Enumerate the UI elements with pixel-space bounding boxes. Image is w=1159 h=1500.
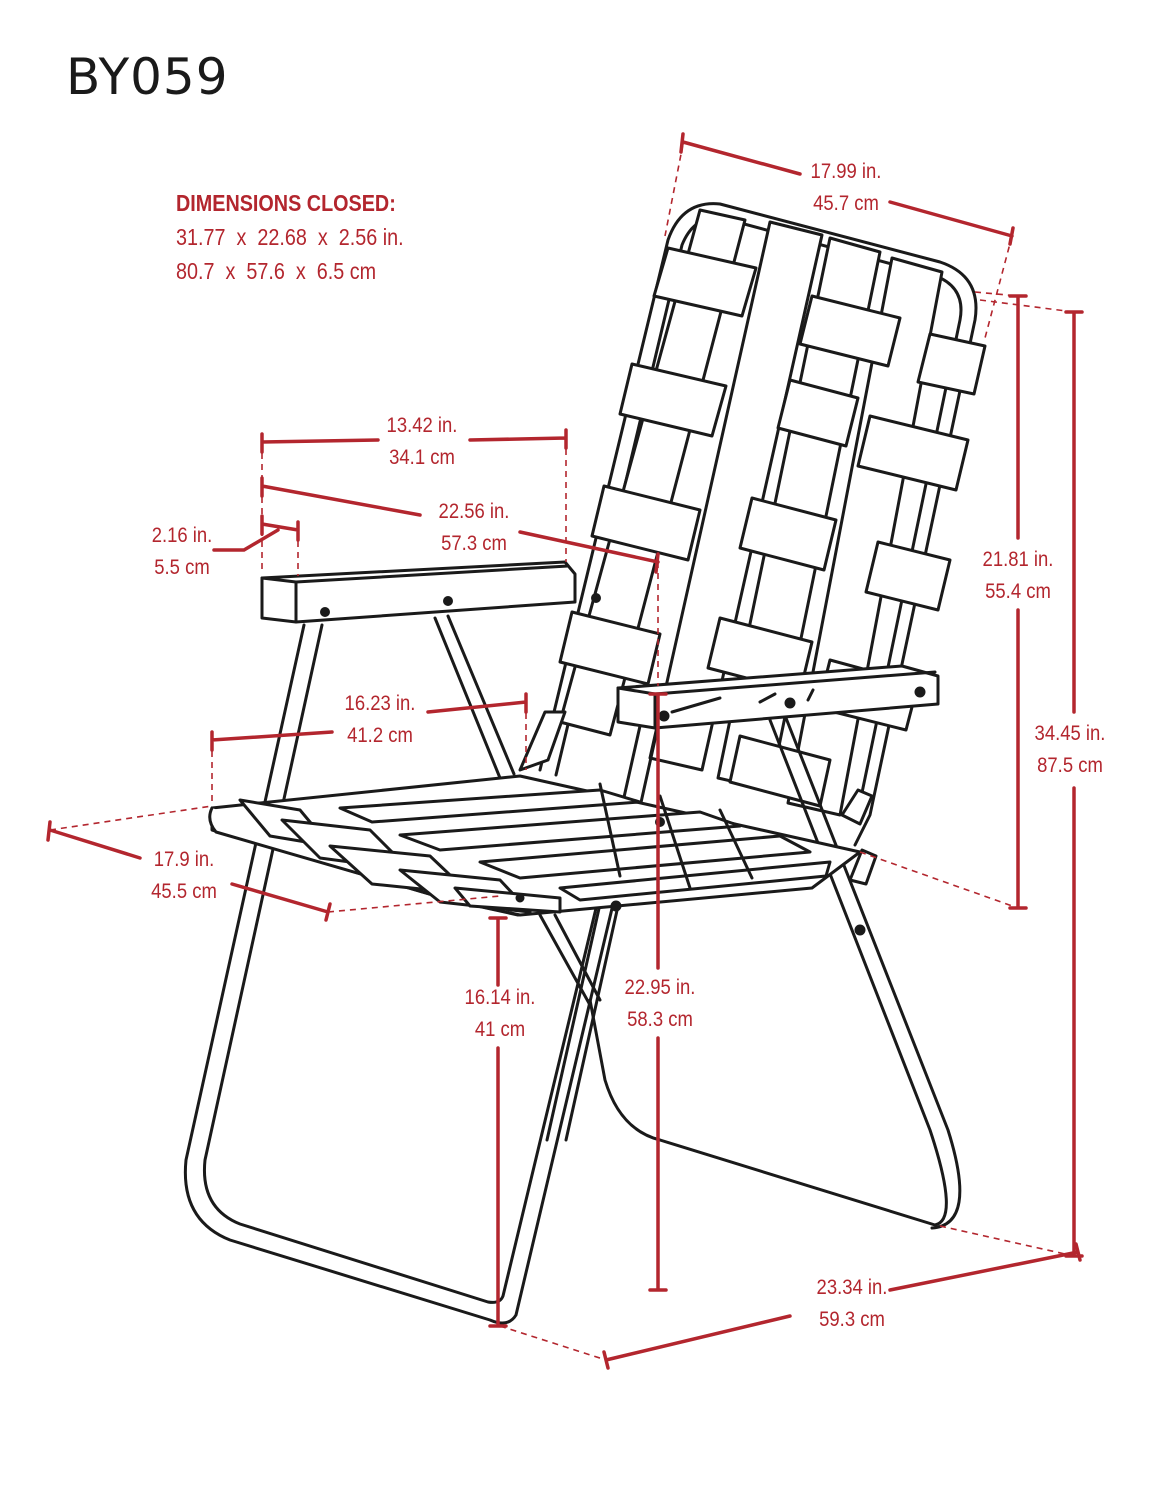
dim-label-arm-gap: 13.42 in. 34.1 cm [387, 410, 458, 474]
back-webbing [558, 208, 987, 817]
dim-back-width-cm: 45.7 cm [813, 192, 879, 215]
dim-line-arm-width [212, 514, 300, 552]
dim-line-arm-gap [260, 428, 568, 454]
dim-seat-height-in: 16.14 in. [464, 986, 536, 1009]
dim-arm-height-in: 22.95 in. [624, 976, 696, 999]
dim-label-back-height: 21.81 in. 55.4 cm [983, 544, 1054, 608]
dim-label-seat-width: 16.23 in. 41.2 cm [345, 688, 416, 752]
extension-lines [49, 143, 1075, 1361]
dim-seat-depth-in: 17.9 in. [153, 848, 215, 871]
dim-seat-depth-cm: 45.5 cm [151, 880, 217, 903]
dim-line-seat-depth [46, 820, 332, 922]
dimensions-closed: DIMENSIONS CLOSED: 31.77 x 22.68 x 2.56 … [176, 186, 404, 288]
front-right-leg [545, 724, 660, 1142]
chair-outline [183, 202, 987, 1325]
dim-arm-width-cm: 5.5 cm [154, 556, 210, 579]
dim-arm-gap-cm: 34.1 cm [389, 446, 455, 469]
left-support [433, 614, 516, 780]
dim-line-arm-length [260, 476, 660, 574]
dim-label-total-depth: 23.34 in. 59.3 cm [817, 1272, 888, 1336]
dim-back-height-in: 21.81 in. [982, 548, 1054, 571]
dim-total-depth-in: 23.34 in. [816, 1276, 888, 1299]
model-code: BY059 [66, 48, 229, 106]
right-armrest [616, 664, 940, 730]
dim-label-back-width: 17.99 in. 45.7 cm [811, 156, 882, 220]
dim-line-seat-height [488, 916, 508, 1328]
dim-total-depth-cm: 59.3 cm [819, 1308, 885, 1331]
dim-line-back-width [679, 132, 1015, 246]
dim-label-seat-depth: 17.9 in. 45.5 cm [151, 844, 217, 908]
dimension-lines [46, 132, 1084, 1370]
rear-right-leg [588, 718, 948, 1227]
front-left-leg-inner [202, 623, 600, 1304]
dim-line-seat-width [210, 692, 528, 752]
dim-label-arm-height: 22.95 in. 58.3 cm [625, 972, 696, 1036]
front-left-leg [183, 623, 616, 1325]
dim-arm-width-in: 2.16 in. [151, 524, 213, 547]
dimensions-closed-imperial: 31.77 x 22.68 x 2.56 in. [176, 224, 404, 250]
dim-label-arm-width: 2.16 in. 5.5 cm [152, 520, 213, 584]
seat [208, 774, 866, 936]
back-frame [538, 202, 978, 847]
dim-arm-gap-in: 13.42 in. [386, 414, 458, 437]
dimensions-closed-heading: DIMENSIONS CLOSED: [176, 190, 396, 216]
dim-label-seat-height: 16.14 in. 41 cm [465, 982, 536, 1046]
dim-arm-length-cm: 57.3 cm [441, 532, 507, 555]
dim-label-total-height: 34.45 in. 87.5 cm [1035, 718, 1106, 782]
left-armrest [260, 560, 601, 624]
dim-arm-height-cm: 58.3 cm [627, 1008, 693, 1031]
dim-seat-width-cm: 41.2 cm [347, 724, 413, 747]
dim-line-arm-height [648, 692, 668, 1292]
dim-back-height-cm: 55.4 cm [985, 580, 1051, 603]
dim-arm-length-in: 22.56 in. [438, 500, 510, 523]
dim-label-arm-length: 22.56 in. 57.3 cm [439, 496, 510, 560]
dim-line-total-depth [602, 1242, 1082, 1370]
dim-back-width-in: 17.99 in. [810, 160, 882, 183]
dim-seat-width-in: 16.23 in. [344, 692, 416, 715]
dimensions-closed-metric: 80.7 x 57.6 x 6.5 cm [176, 258, 377, 284]
rear-right-leg-inner [784, 716, 962, 1230]
dim-line-back-height [1008, 294, 1028, 910]
dim-seat-height-cm: 41 cm [474, 1018, 526, 1041]
dim-total-height-in: 34.45 in. [1034, 722, 1106, 745]
dim-line-total-height [1064, 310, 1084, 1258]
dim-total-height-cm: 87.5 cm [1037, 754, 1103, 777]
